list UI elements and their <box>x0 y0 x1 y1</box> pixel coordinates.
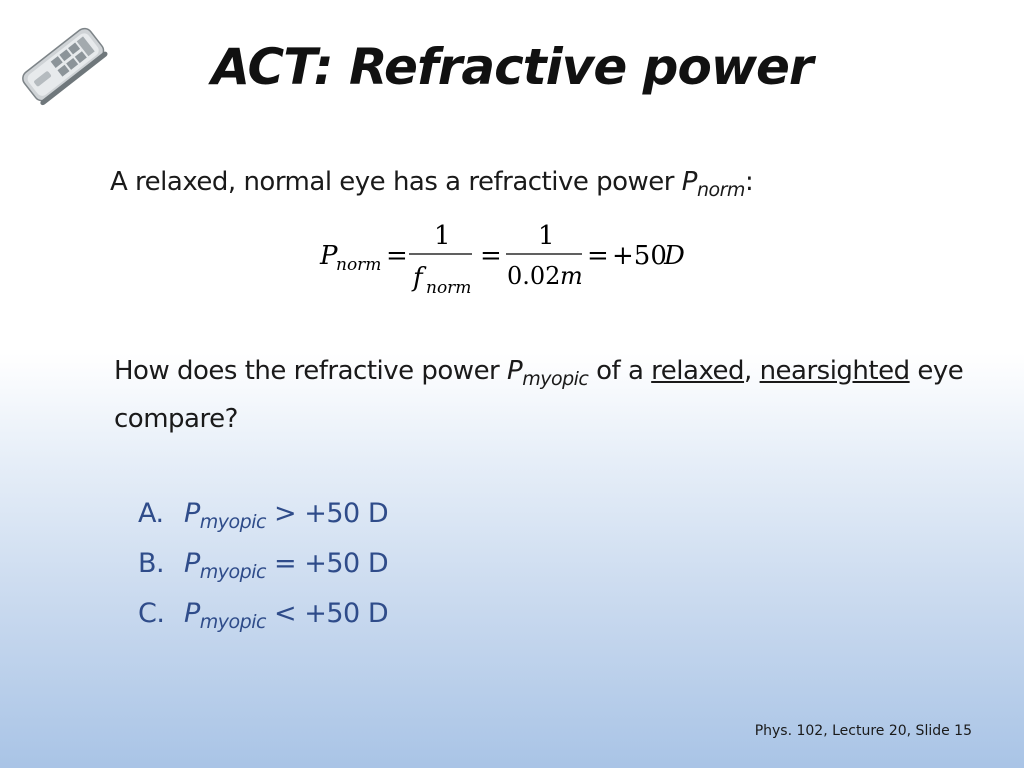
question-text: How does the refractive power Pmyopic of… <box>114 356 964 434</box>
refractive-power-equation: P norm = 1 f norm = 1 0.02 m = +50 D <box>319 221 685 298</box>
eq-lhs-subscript: norm <box>336 255 381 275</box>
underlined-nearsighted: nearsighted <box>759 356 911 386</box>
option-a[interactable]: A. Pmyopic > +50 D <box>138 494 389 544</box>
frac1-denominator-subscript: norm <box>426 278 471 298</box>
question-symbol: P <box>507 356 523 386</box>
option-subscript: myopic <box>199 611 267 633</box>
eq-result-unit: D <box>663 241 685 271</box>
underlined-relaxed: relaxed <box>651 356 745 386</box>
frac2-denominator-unit: m <box>560 262 583 290</box>
intro-subscript: norm <box>696 179 746 201</box>
option-b[interactable]: B. Pmyopic = +50 D <box>138 544 389 594</box>
option-text: > +50 D <box>265 498 389 529</box>
option-c[interactable]: C. Pmyopic < +50 D <box>138 594 389 644</box>
option-symbol: P <box>184 598 200 629</box>
eq-equals-3: = <box>587 241 609 271</box>
frac2-numerator: 1 <box>538 221 555 251</box>
option-text: < +50 D <box>265 598 389 629</box>
clicker-remote-icon <box>22 27 108 106</box>
eq-equals-2: = <box>480 241 502 271</box>
answer-options: A. Pmyopic > +50 D B. Pmyopic = +50 D C. Pm… <box>138 494 389 644</box>
intro-text: A relaxed, normal eye has a refractive p… <box>110 167 754 201</box>
option-letter: B. <box>138 548 165 579</box>
question-subscript: myopic <box>522 368 589 390</box>
option-text: = +50 D <box>265 548 389 579</box>
frac1-denominator: f <box>411 263 427 293</box>
option-letter: C. <box>138 598 165 629</box>
intro-symbol: P <box>681 167 698 197</box>
option-symbol: P <box>184 548 200 579</box>
eq-equals-1: = <box>386 241 408 271</box>
option-letter: A. <box>138 498 164 529</box>
option-symbol: P <box>184 498 200 529</box>
slide-footer: Phys. 102, Lecture 20, Slide 15 <box>754 723 972 739</box>
frac2-denominator: 0.02 <box>507 262 560 290</box>
option-subscript: myopic <box>199 561 267 583</box>
frac1-numerator: 1 <box>434 221 451 251</box>
eq-result: +50 <box>612 241 667 271</box>
slide-title: ACT: Refractive power <box>211 38 813 96</box>
option-subscript: myopic <box>199 511 267 533</box>
eq-lhs-symbol: P <box>319 241 338 271</box>
